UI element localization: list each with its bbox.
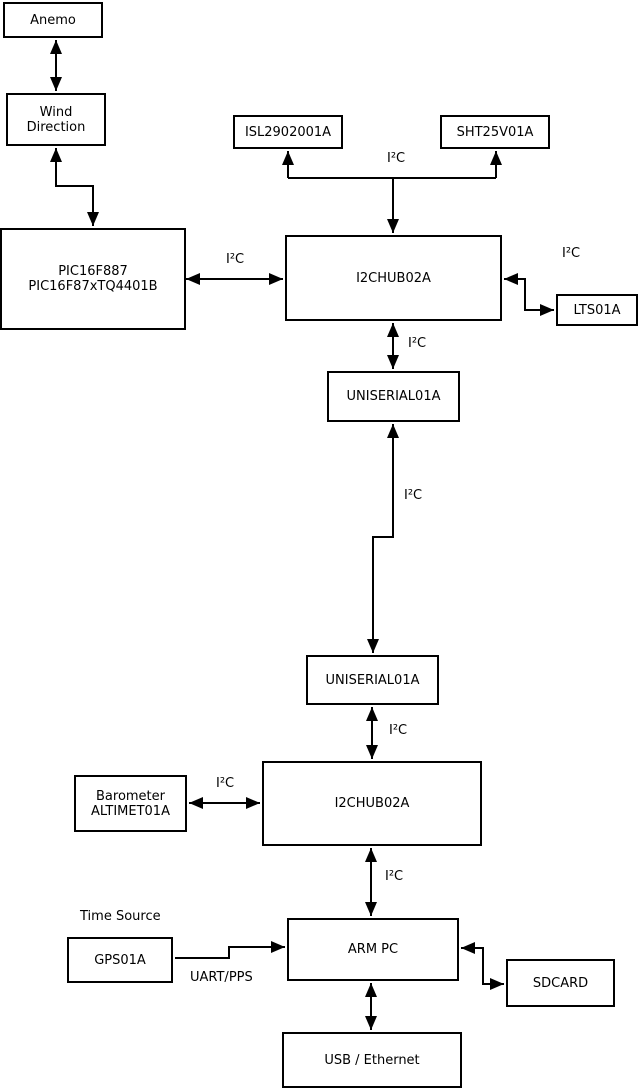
label-i2c-hub-uniserial-top: I²C — [408, 336, 427, 351]
label-i2c-hub-lts: I²C — [562, 246, 581, 261]
node-i2chub02a-top: I2CHUB02A — [285, 235, 502, 321]
node-usb-ethernet: USB / Ethernet — [282, 1032, 462, 1088]
edge-winddirection-pic — [50, 148, 99, 226]
node-lts01a: LTS01A — [556, 294, 638, 326]
node-pic16f887: PIC16F887 PIC16F87xTQ4401B — [0, 228, 186, 330]
edge-gps-armpc — [175, 941, 285, 959]
edge-i2chub-top-lts — [504, 273, 554, 316]
edge-uniserial-top-uniserial-bottom — [367, 424, 399, 653]
label-i2c-hub-armpc: I²C — [385, 869, 404, 884]
label-i2c-uniserial-hub-bottom: I²C — [389, 723, 408, 738]
label-i2c-barometer: I²C — [216, 776, 235, 791]
label-uart-pps: UART/PPS — [190, 970, 253, 985]
node-isl2902001a: ISL2902001A — [233, 115, 343, 149]
label-i2c-pic-hub: I²C — [226, 252, 245, 267]
node-uniserial01a-bottom: UNISERIAL01A — [306, 655, 439, 705]
node-uniserial01a-top: UNISERIAL01A — [327, 371, 460, 422]
node-barometer-altimet01a: Barometer ALTIMET01A — [74, 775, 187, 832]
node-sht25v01a: SHT25V01A — [440, 115, 550, 149]
label-i2c-uniserial-link: I²C — [404, 488, 423, 503]
node-gps01a: GPS01A — [67, 937, 173, 983]
node-sdcard: SDCARD — [506, 959, 615, 1007]
label-time-source: Time Source — [80, 909, 161, 924]
label-i2c-bus-top: I²C — [387, 151, 406, 166]
node-i2chub02a-bottom: I2CHUB02A — [262, 761, 482, 846]
node-wind-direction: Wind Direction — [6, 93, 106, 146]
node-arm-pc: ARM PC — [287, 918, 459, 981]
edge-armpc-sdcard — [461, 942, 504, 990]
node-anemo: Anemo — [3, 2, 103, 38]
